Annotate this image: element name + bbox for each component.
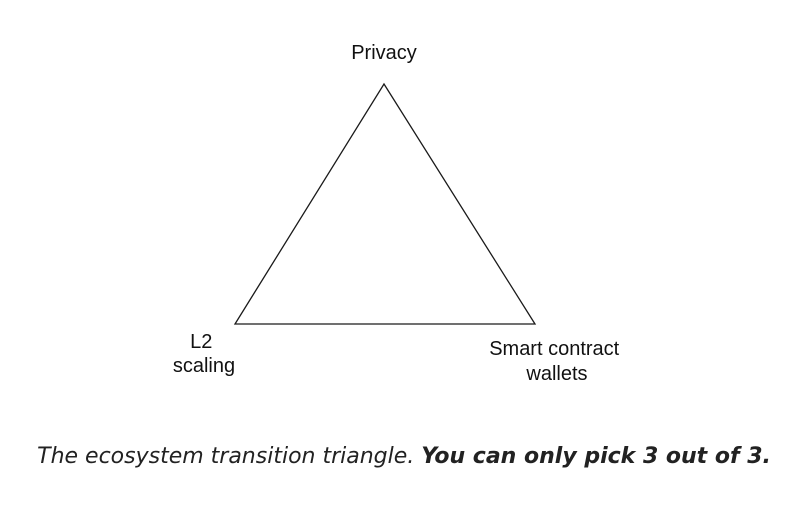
vertex-label-l2-scaling: L2 scaling bbox=[173, 331, 235, 377]
transition-triangle bbox=[233, 82, 537, 325]
vertex-label-privacy: Privacy bbox=[351, 42, 417, 64]
figure-caption: The ecosystem transition triangle. You c… bbox=[0, 444, 808, 469]
vertex-label-l2-line2: scaling bbox=[173, 355, 235, 377]
vertex-label-smart-contract-wallets: Smart contract wallets bbox=[489, 338, 625, 385]
vertex-label-scw-line2: wallets bbox=[525, 363, 587, 385]
caption-emphasis: You can only pick 3 out of 3. bbox=[421, 444, 771, 469]
caption-text: The ecosystem transition triangle. bbox=[37, 444, 422, 469]
vertex-label-l2-line1: L2 bbox=[190, 331, 212, 353]
vertex-label-scw-line1: Smart contract bbox=[489, 338, 619, 360]
